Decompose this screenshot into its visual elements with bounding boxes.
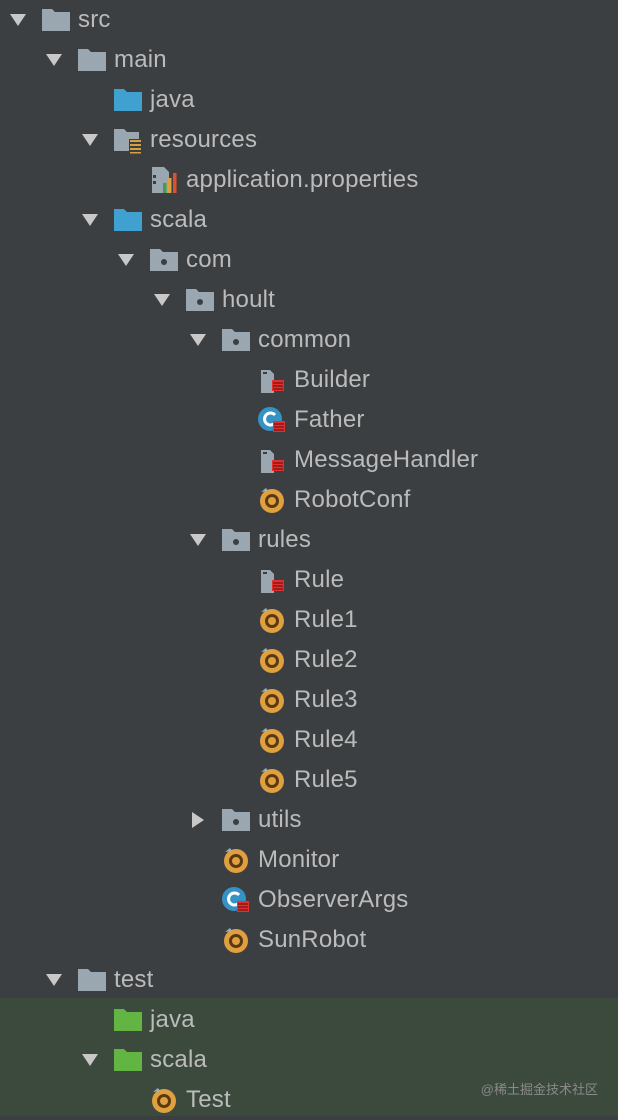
- tree-node-main[interactable]: main: [0, 40, 618, 80]
- test-sources-highlight: [0, 998, 618, 1116]
- chevron-down-icon[interactable]: [188, 530, 208, 550]
- tree-node-label: com: [186, 246, 232, 273]
- scala-object-icon: [257, 606, 287, 634]
- tree-node-rule[interactable]: Rule: [0, 560, 618, 600]
- tree-node-builder[interactable]: Builder: [0, 360, 618, 400]
- tree-node-label: Father: [294, 406, 365, 433]
- tree-node-rules[interactable]: rules: [0, 520, 618, 560]
- tree-node-label: src: [78, 6, 111, 33]
- tree-node-sunrobot[interactable]: SunRobot: [0, 920, 618, 960]
- tree-node-com[interactable]: com: [0, 240, 618, 280]
- scala-object-icon: [257, 766, 287, 794]
- tree-node-monitor[interactable]: Monitor: [0, 840, 618, 880]
- scala-object-icon: [257, 486, 287, 514]
- folder-gray-icon: [77, 46, 107, 74]
- tree-node-resources[interactable]: resources: [0, 120, 618, 160]
- tree-node-scala[interactable]: scala: [0, 200, 618, 240]
- package-icon: [185, 286, 215, 314]
- tree-node-common[interactable]: common: [0, 320, 618, 360]
- chevron-down-icon[interactable]: [152, 290, 172, 310]
- tree-node-label: java: [150, 86, 195, 113]
- chevron-right-icon[interactable]: [188, 810, 208, 830]
- properties-file-icon: [149, 166, 179, 194]
- tree-node-label: Rule2: [294, 646, 358, 673]
- package-icon: [221, 806, 251, 834]
- chevron-down-icon[interactable]: [80, 210, 100, 230]
- chevron-down-icon[interactable]: [8, 10, 28, 30]
- scala-object-icon: [257, 646, 287, 674]
- tree-node-label: resources: [150, 126, 258, 153]
- tree-node-label: Rule: [294, 566, 345, 593]
- tree-node-label: Rule5: [294, 766, 358, 793]
- tree-node-src[interactable]: src: [0, 0, 618, 40]
- folder-gray-icon: [41, 6, 71, 34]
- folder-gray-icon: [77, 966, 107, 994]
- package-icon: [221, 326, 251, 354]
- tree-node-label: Monitor: [258, 846, 340, 873]
- tree-node-label: Rule1: [294, 606, 358, 633]
- chevron-down-icon[interactable]: [116, 250, 136, 270]
- chevron-down-icon[interactable]: [44, 970, 64, 990]
- tree-node-label: Rule4: [294, 726, 358, 753]
- chevron-down-icon[interactable]: [80, 130, 100, 150]
- folder-green-icon: [113, 1006, 143, 1034]
- tree-node-label: java: [150, 1006, 195, 1033]
- folder-blue-icon: [113, 206, 143, 234]
- tree-node-java[interactable]: java: [0, 80, 618, 120]
- tree-node-label: common: [258, 326, 352, 353]
- tree-node-label: Test: [186, 1086, 231, 1113]
- tree-node-rule5[interactable]: Rule5: [0, 760, 618, 800]
- scala-trait-icon: [257, 366, 287, 394]
- scala-trait-icon: [257, 566, 287, 594]
- tree-node-label: rules: [258, 526, 312, 553]
- scala-object-icon: [257, 726, 287, 754]
- package-icon: [149, 246, 179, 274]
- tree-node-test[interactable]: test: [0, 960, 618, 1000]
- tree-node-label: test: [114, 966, 154, 993]
- tree-node-utils[interactable]: utils: [0, 800, 618, 840]
- scala-object-icon: [221, 926, 251, 954]
- tree-node-label: SunRobot: [258, 926, 367, 953]
- tree-node-label: utils: [258, 806, 302, 833]
- scala-object-icon: [257, 686, 287, 714]
- tree-node-robotconf[interactable]: RobotConf: [0, 480, 618, 520]
- tree-node-label: ObserverArgs: [258, 886, 409, 913]
- folder-green-icon: [113, 1046, 143, 1074]
- tree-node-label: main: [114, 46, 167, 73]
- tree-node-scala[interactable]: scala: [0, 1040, 618, 1080]
- chevron-down-icon[interactable]: [188, 330, 208, 350]
- scala-trait-icon: [257, 446, 287, 474]
- watermark: @稀土掘金技术社区: [480, 1082, 598, 1097]
- chevron-down-icon[interactable]: [44, 50, 64, 70]
- tree-node-father[interactable]: Father: [0, 400, 618, 440]
- scala-object-icon: [149, 1086, 179, 1114]
- tree-node-test[interactable]: Test: [0, 1080, 618, 1120]
- tree-node-messagehandler[interactable]: MessageHandler: [0, 440, 618, 480]
- tree-node-label: Rule3: [294, 686, 358, 713]
- tree-node-label: scala: [150, 1046, 208, 1073]
- tree-node-rule3[interactable]: Rule3: [0, 680, 618, 720]
- package-icon: [221, 526, 251, 554]
- tree-node-label: application.properties: [186, 166, 419, 193]
- tree-node-label: scala: [150, 206, 208, 233]
- scala-class-icon: [257, 406, 287, 434]
- chevron-down-icon[interactable]: [80, 1050, 100, 1070]
- scala-class-icon: [221, 886, 251, 914]
- tree-node-observerargs[interactable]: ObserverArgs: [0, 880, 618, 920]
- scala-object-icon: [221, 846, 251, 874]
- tree-node-rule4[interactable]: Rule4: [0, 720, 618, 760]
- folder-blue-icon: [113, 86, 143, 114]
- tree-node-hoult[interactable]: hoult: [0, 280, 618, 320]
- folder-resources-icon: [113, 126, 143, 154]
- tree-node-label: RobotConf: [294, 486, 411, 513]
- tree-node-rule1[interactable]: Rule1: [0, 600, 618, 640]
- tree-node-label: Builder: [294, 366, 371, 393]
- tree-node-label: hoult: [222, 286, 276, 313]
- tree-node-label: MessageHandler: [294, 446, 479, 473]
- tree-node-rule2[interactable]: Rule2: [0, 640, 618, 680]
- tree-node-java[interactable]: java: [0, 1000, 618, 1040]
- tree-node-application-properties[interactable]: application.properties: [0, 160, 618, 200]
